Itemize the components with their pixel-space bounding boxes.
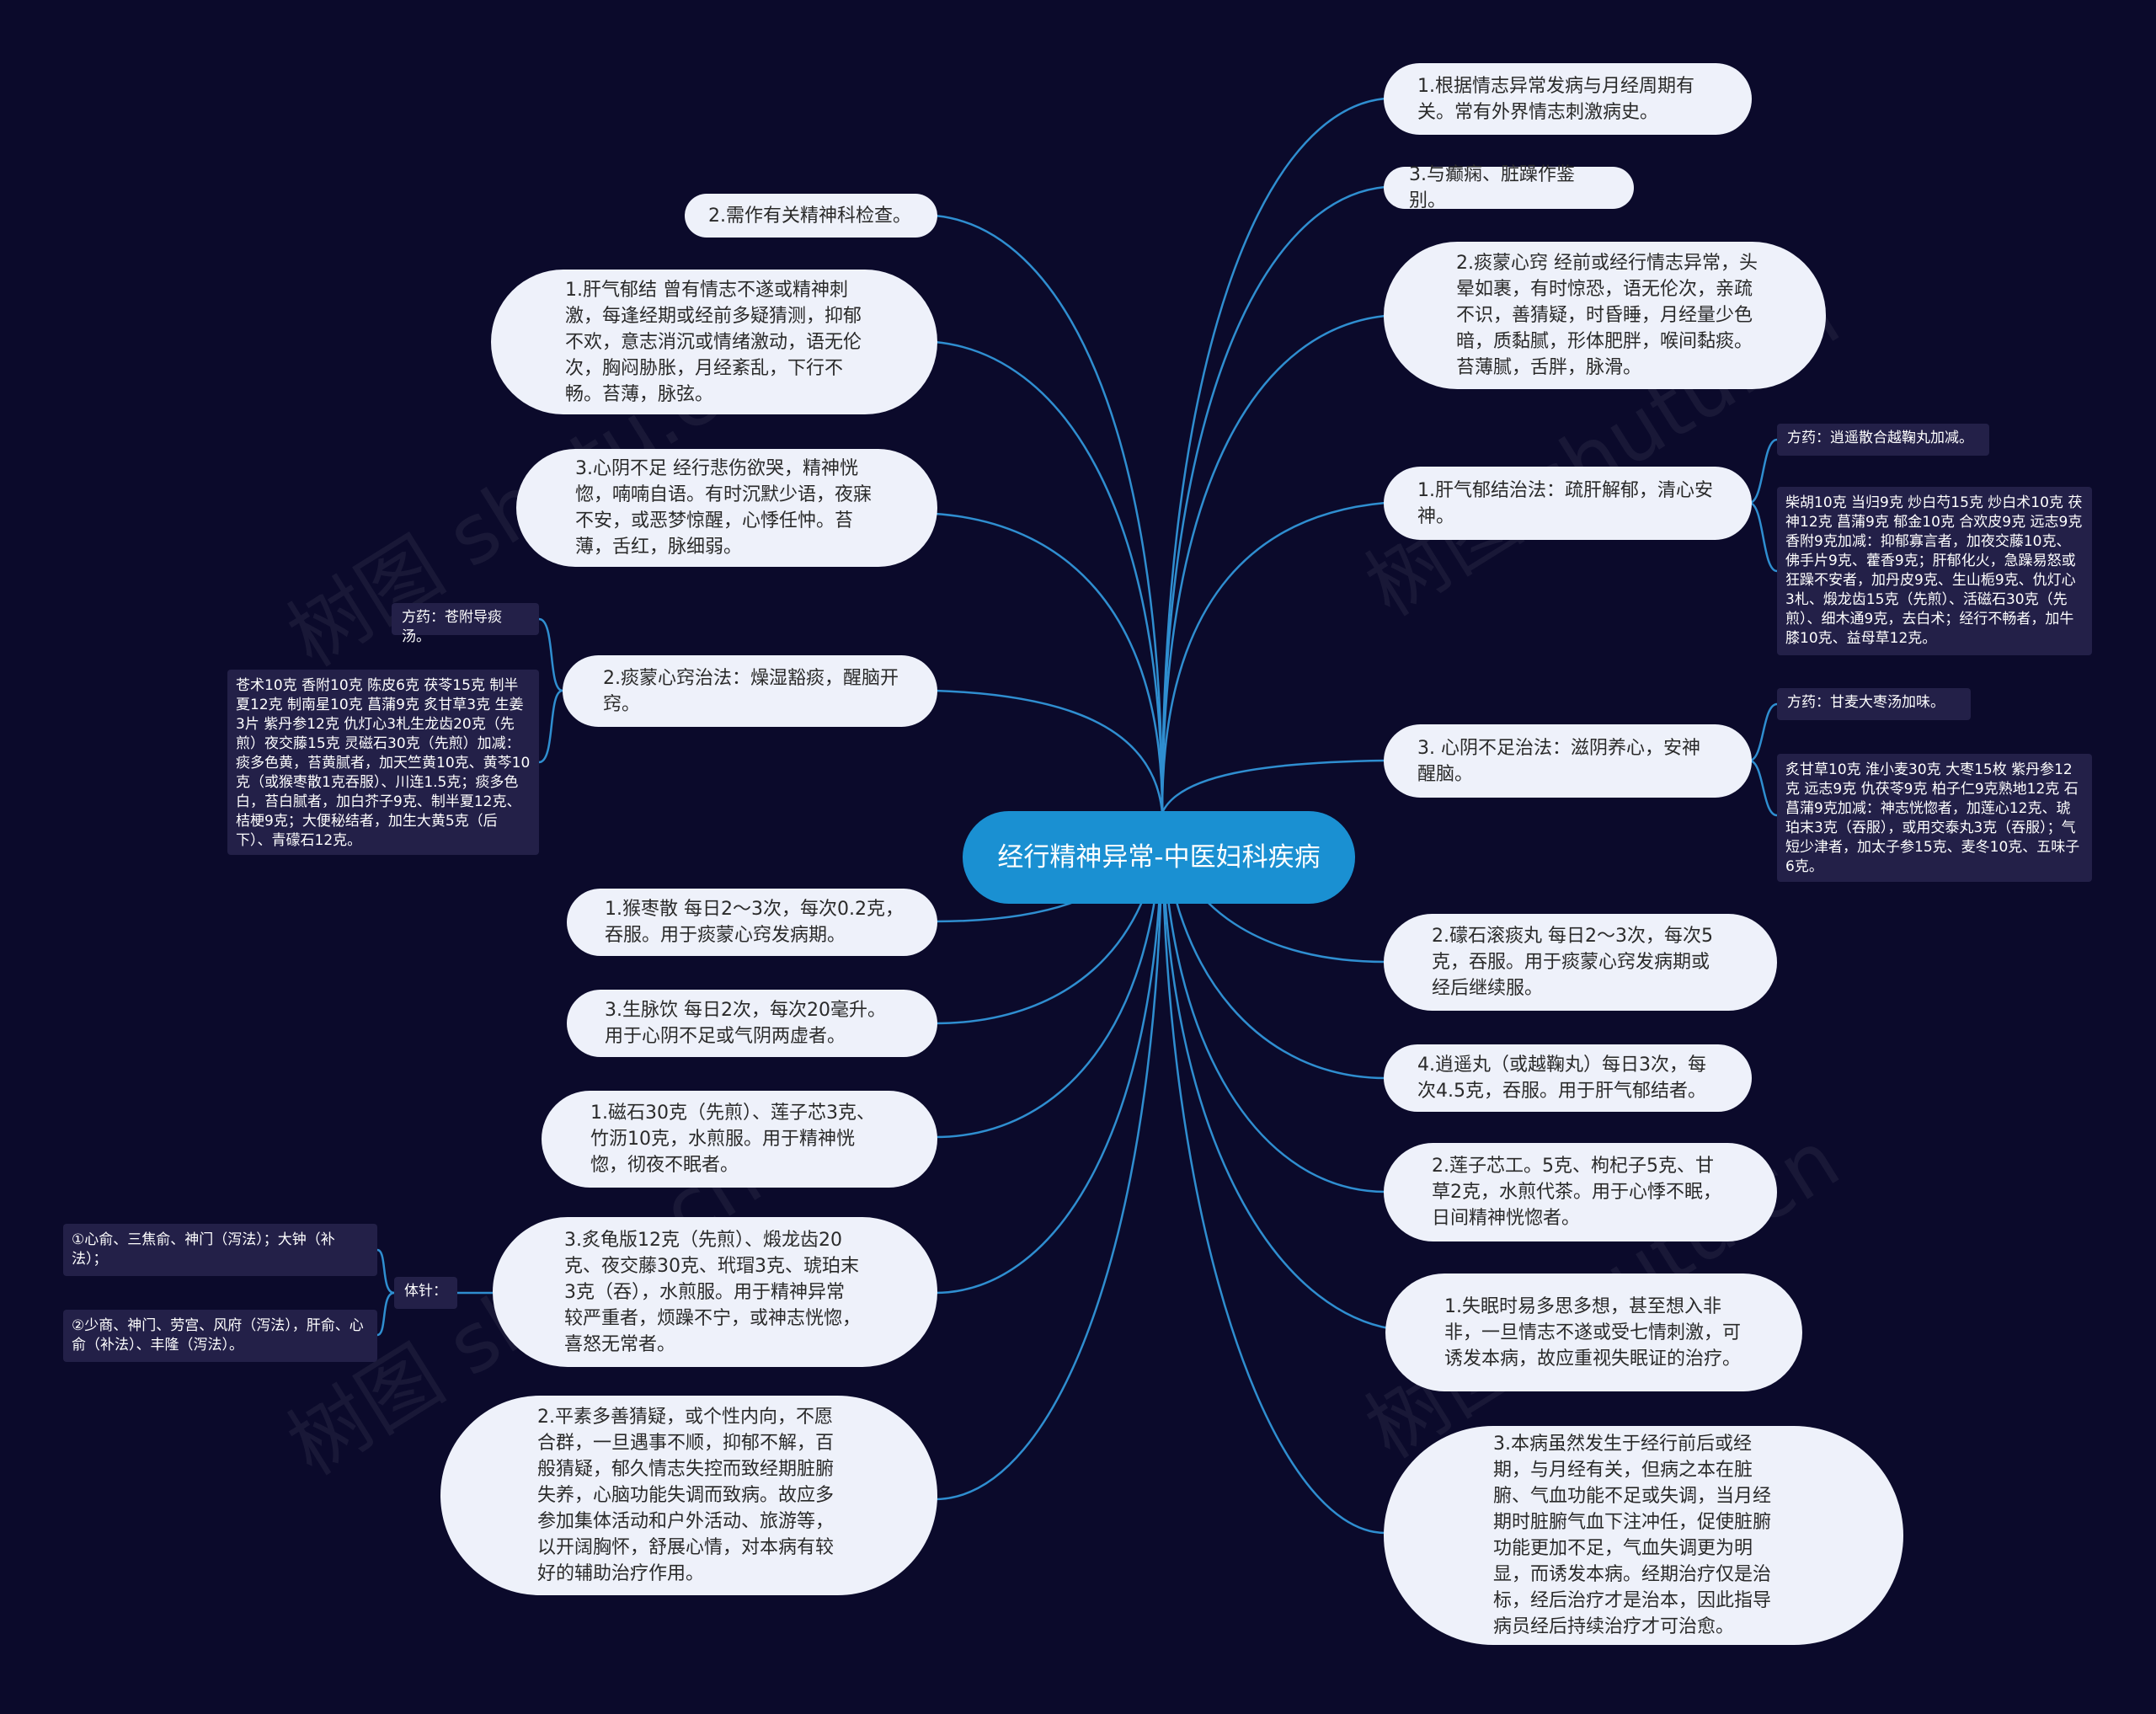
note-heart-yin-formula[interactable]: 方药：甘麦大枣汤加味。 xyxy=(1777,688,1971,720)
node-root-treatment[interactable]: 3.本病虽然发生于经行前后或经期，与月经有关，但病之本在脏腑、气血功能不足或失调… xyxy=(1384,1426,1903,1645)
note-phlegm-detail[interactable]: 苍术10克 香附10克 陈皮6克 茯苓15克 制半夏12克 制南星10克 菖蒲9… xyxy=(227,670,539,855)
link-l3 xyxy=(934,512,1164,814)
node-prevention-social[interactable]: 2.平素多善猜疑，或个性内向，不愿合群，一旦遇事不顺，抑郁不解，百般猜疑，郁久情… xyxy=(440,1396,937,1595)
link-l8-ac1 xyxy=(376,1248,395,1295)
link-r3 xyxy=(1161,314,1386,814)
node-heart-yin-treatment[interactable]: 3. 心阴不足治法：滋阴养心，安神醒脑。 xyxy=(1384,724,1752,798)
link-l2 xyxy=(934,340,1164,814)
node-liver-syndrome[interactable]: 1.肝气郁结 曾有情志不遂或精神刺激，每逢经期或经前多疑猜测，抑郁不欢，意志消沉… xyxy=(491,270,937,414)
link-r5-formula xyxy=(1748,702,1778,762)
node-phlegm-treatment[interactable]: 2.痰蒙心窍治法：燥湿豁痰，醒脑开窍。 xyxy=(563,655,937,727)
note-heart-yin-detail[interactable]: 炙甘草10克 淮小麦30克 大枣15枚 紫丹参12克 远志9克 仇茯苓9克 柏子… xyxy=(1777,754,2092,882)
node-phlegm-syndrome[interactable]: 2.痰蒙心窍 经前或经行情志异常，头晕如裹，有时惊恐，语无伦次，亲疏不识，善猜疑… xyxy=(1384,242,1826,389)
link-r5-detail xyxy=(1748,759,1778,817)
link-l4-detail xyxy=(538,689,563,764)
node-history[interactable]: 1.根据情志异常发病与月经周期有关。常有外界情志刺激病史。 xyxy=(1384,63,1752,135)
link-l9 xyxy=(934,812,1164,1501)
node-tortoise-shell[interactable]: 3.炙龟版12克（先煎）、煅龙齿20克、夜交藤30克、玳瑁3克、琥珀末3克（吞）… xyxy=(493,1217,937,1367)
note-acupuncture[interactable]: 体针： xyxy=(394,1277,457,1309)
node-shengmai[interactable]: 3.生脉饮 每日2次，每次20毫升。用于心阴不足或气阴两虚者。 xyxy=(567,990,937,1057)
link-l4 xyxy=(934,689,1164,814)
node-liver-treatment[interactable]: 1.肝气郁结治法：疏肝解郁，清心安神。 xyxy=(1384,467,1752,540)
node-insomnia-prevention[interactable]: 1.失眠时易多思多想，甚至想入非非，一旦情志不遂或受七情刺激，可诱发本病，故应重… xyxy=(1385,1273,1802,1391)
link-r4-formula xyxy=(1748,438,1778,505)
link-r9 xyxy=(1161,812,1416,1332)
node-xiaoyao-pill[interactable]: 4.逍遥丸（或越鞠丸）每日3次，每次4.5克，吞服。用于肝气郁结者。 xyxy=(1384,1044,1752,1112)
link-l4-formula xyxy=(538,617,563,692)
node-mengshi-pill[interactable]: 2.礞石滚痰丸 每日2～3次，每次5克，吞服。用于痰蒙心窍发病期或经后继续服。 xyxy=(1384,914,1777,1011)
node-magnetite[interactable]: 1.磁石30克（先煎）、莲子芯3克、竹沥10克，水煎服。用于精神恍惚，彻夜不眠者… xyxy=(542,1091,937,1188)
link-l8-ac2 xyxy=(376,1291,395,1337)
node-heart-yin-syndrome[interactable]: 3.心阴不足 经行悲伤欲哭，精神恍惚，喃喃自语。有时沉默少语，夜寐不安，或恶梦惊… xyxy=(516,449,937,567)
link-r2 xyxy=(1161,185,1386,814)
note-acupuncture-2[interactable]: ②少商、神门、劳宫、风府（泻法），肝俞、心俞（补法）、丰隆（泻法）。 xyxy=(63,1310,377,1362)
note-phlegm-formula[interactable]: 方药：苍附导痰汤。 xyxy=(392,603,539,645)
link-r10 xyxy=(1161,812,1386,1535)
node-houzao-powder[interactable]: 1.猴枣散 每日2～3次，每次0.2克，吞服。用于痰蒙心窍发病期。 xyxy=(567,889,937,956)
node-differential[interactable]: 3.与癫痫、脏躁作鉴别。 xyxy=(1384,164,1634,211)
note-liver-detail[interactable]: 柴胡10克 当归9克 炒白芍15克 炒白术10克 茯神12克 菖蒲9克 郁金10… xyxy=(1777,487,2092,655)
link-l8 xyxy=(934,812,1164,1295)
node-lotus-tea[interactable]: 2.莲子芯工。5克、枸杞子5克、甘草2克，水煎代茶。用于心悸不眠，日间精神恍惚者… xyxy=(1384,1143,1777,1241)
note-acupuncture-1[interactable]: ①心俞、三焦俞、神门（泻法）；大钟（补法）； xyxy=(63,1224,377,1276)
central-topic[interactable]: 经行精神异常-中医妇科疾病 xyxy=(963,811,1355,904)
link-r8 xyxy=(1161,812,1386,1193)
link-r5 xyxy=(1161,759,1386,814)
link-r1 xyxy=(1161,97,1386,814)
link-l1 xyxy=(934,214,1164,814)
node-psych-exam[interactable]: 2.需作有关精神科检查。 xyxy=(685,194,937,238)
note-liver-formula[interactable]: 方药：逍遥散合越鞠丸加减。 xyxy=(1777,424,1989,456)
link-r4 xyxy=(1161,501,1386,814)
link-r4-detail xyxy=(1748,501,1778,573)
